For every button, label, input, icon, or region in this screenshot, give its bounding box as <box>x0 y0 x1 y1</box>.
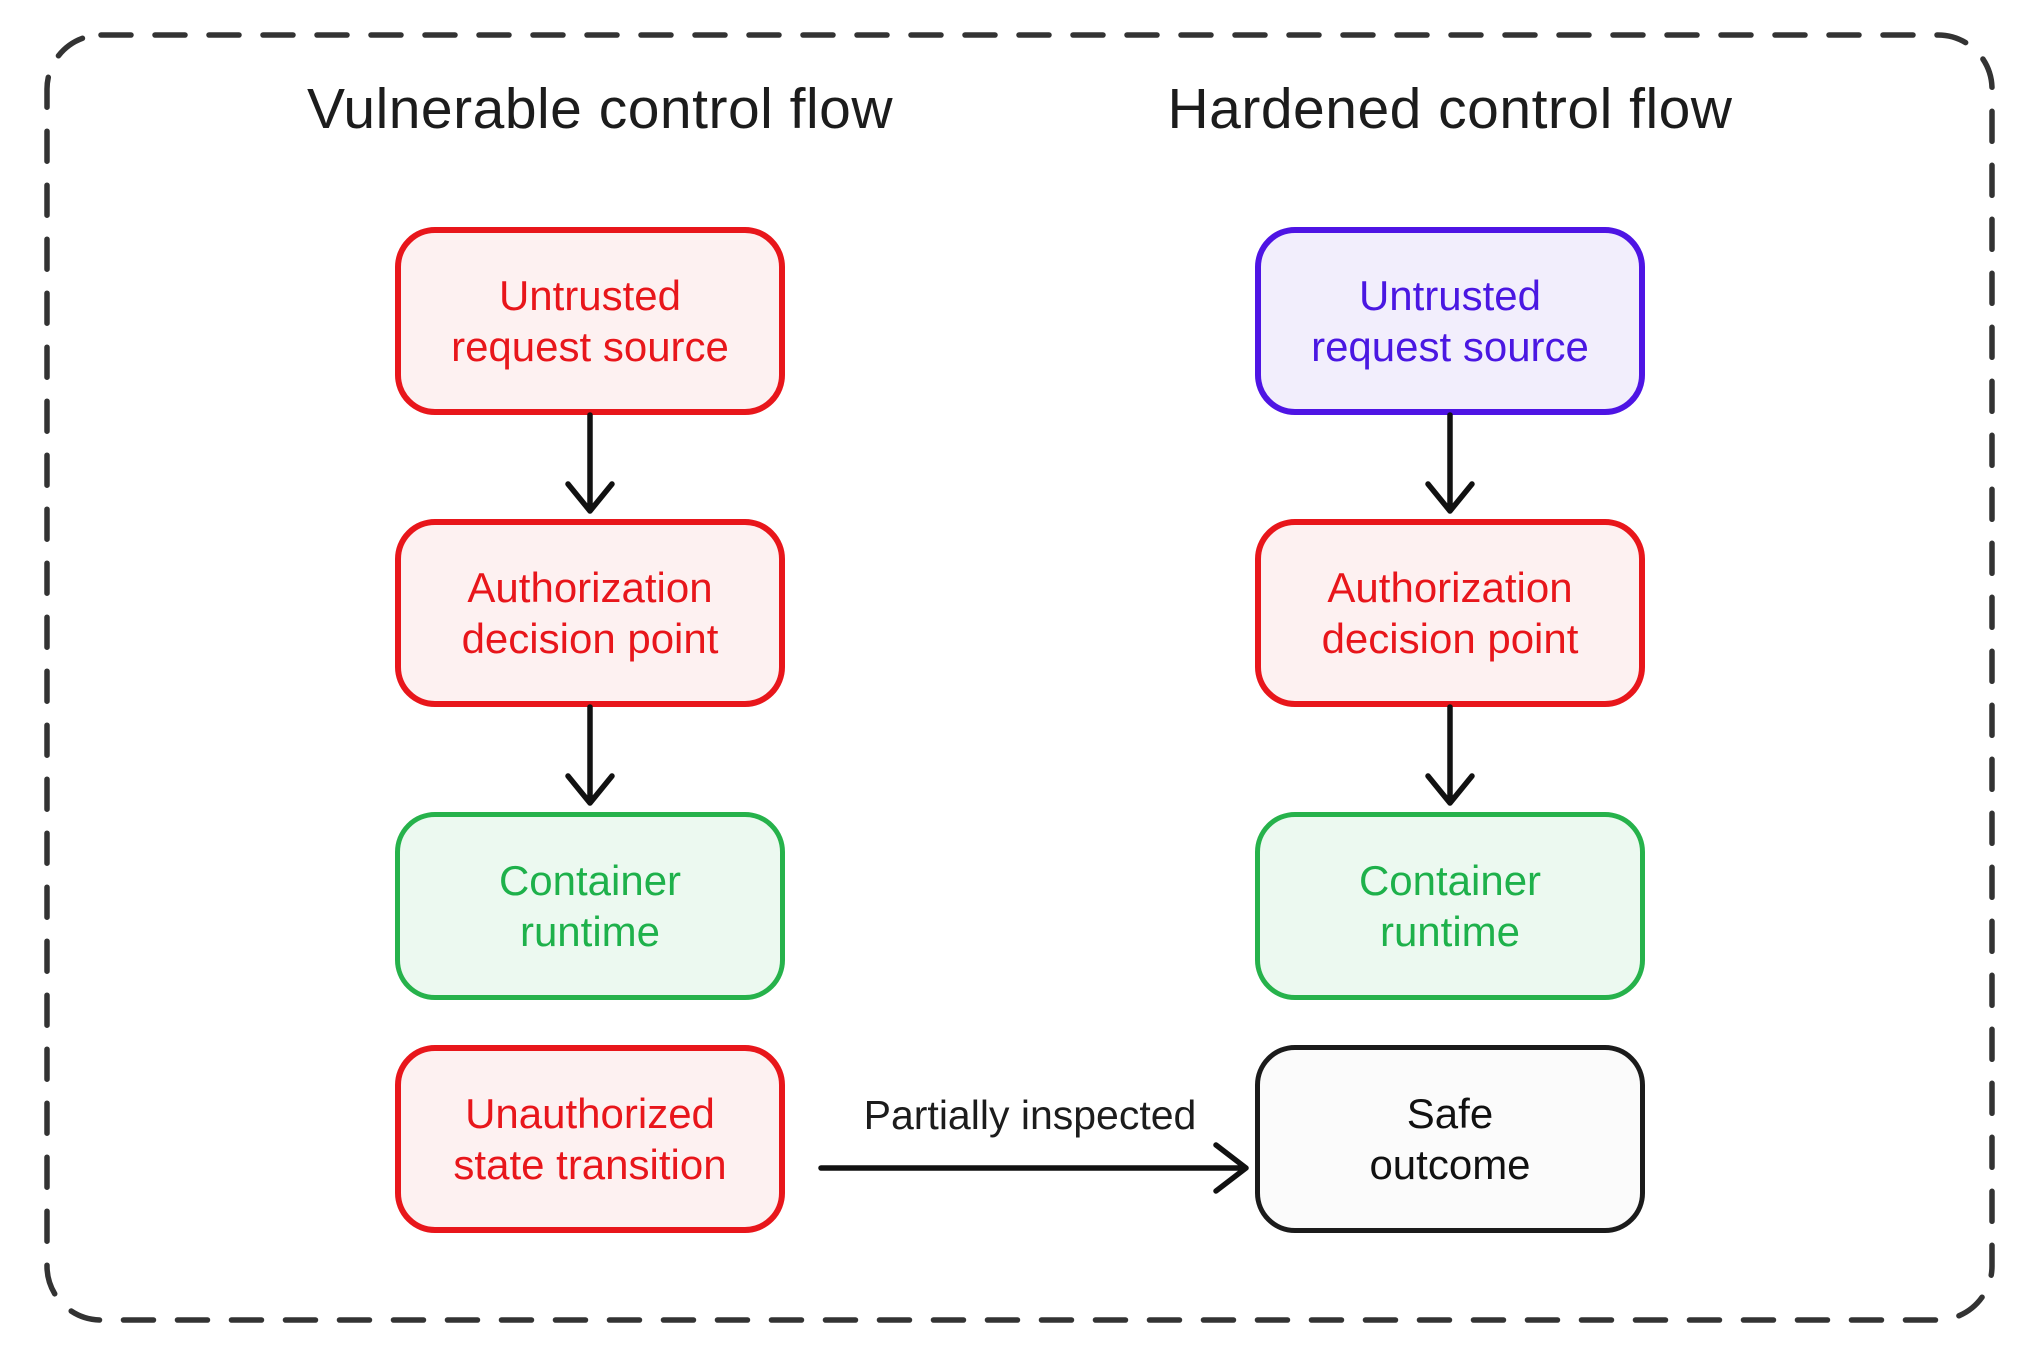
node-authorization-decision-point-vulnerable: Authorization decision point <box>395 519 785 707</box>
node-untrusted-request-source-hardened: Untrusted request source <box>1255 227 1645 415</box>
down-arrow-hardened-2 <box>1425 704 1475 806</box>
node-label: Untrusted request source <box>1311 271 1589 370</box>
right-arrow-partially-inspected <box>818 1142 1249 1194</box>
node-container-runtime-hardened: Container runtime <box>1255 812 1645 1000</box>
down-arrow-vulnerable-2 <box>565 704 615 806</box>
node-label: Untrusted request source <box>451 271 729 370</box>
down-arrow-hardened-1 <box>1425 412 1475 514</box>
node-label: Authorization decision point <box>461 563 719 662</box>
node-unauthorized-state-transition: Unauthorized state transition <box>395 1045 785 1233</box>
node-authorization-decision-point-hardened: Authorization decision point <box>1255 519 1645 707</box>
vulnerable-flow-title: Vulnerable control flow <box>306 77 894 141</box>
node-label: Authorization decision point <box>1321 563 1579 662</box>
node-label: Container runtime <box>1358 856 1542 955</box>
node-container-runtime-vulnerable: Container runtime <box>395 812 785 1000</box>
down-arrow-vulnerable-1 <box>565 412 615 514</box>
partially-inspected-label: Partially inspected <box>863 1092 1197 1138</box>
node-label: Safe outcome <box>1369 1089 1531 1188</box>
hardened-flow-title: Hardened control flow <box>1167 77 1733 141</box>
node-label: Container runtime <box>498 856 682 955</box>
node-safe-outcome: Safe outcome <box>1255 1045 1645 1233</box>
node-untrusted-request-source-vulnerable: Untrusted request source <box>395 227 785 415</box>
node-label: Unauthorized state transition <box>453 1089 727 1188</box>
